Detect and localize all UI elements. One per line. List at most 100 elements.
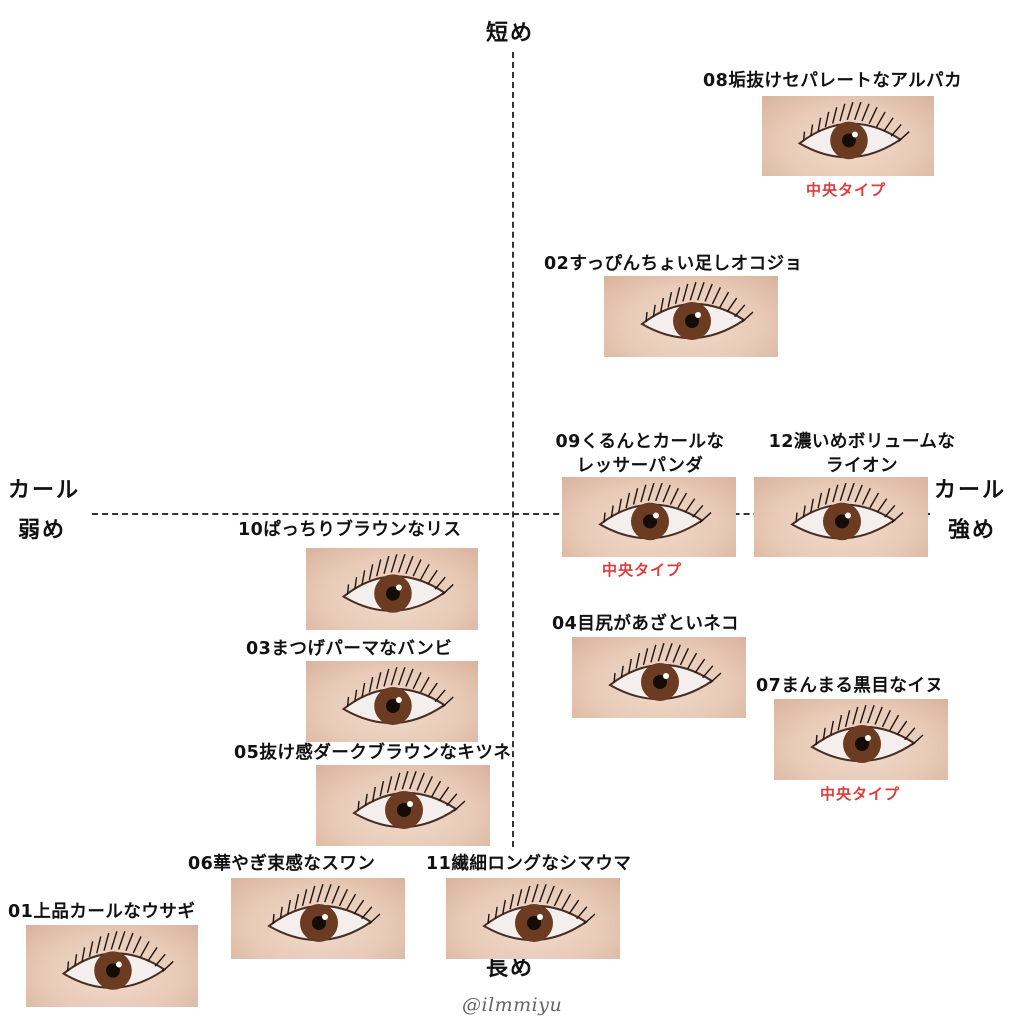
item-label-11: 11繊細ロングなシマウマ xyxy=(426,854,632,874)
lash xyxy=(412,559,422,577)
lash xyxy=(650,644,657,663)
pupil xyxy=(653,675,667,689)
lash xyxy=(652,304,656,317)
lash xyxy=(868,106,878,124)
eye-illustration xyxy=(341,666,454,725)
lash xyxy=(817,117,822,132)
pupil xyxy=(386,586,400,601)
eye-photo-10 xyxy=(306,548,478,630)
lash xyxy=(272,913,275,925)
highlight xyxy=(663,673,669,679)
lash xyxy=(539,883,547,903)
lash xyxy=(379,780,385,797)
item-label-03: 03まつげパーマなバンビ xyxy=(246,639,453,659)
lash xyxy=(741,311,754,323)
eye-photo-07 xyxy=(774,699,948,780)
lash xyxy=(390,667,398,686)
lash xyxy=(687,652,698,669)
lash xyxy=(839,482,847,502)
lash xyxy=(897,131,910,142)
lash xyxy=(338,889,349,907)
lash xyxy=(301,889,308,907)
item-label-09-line1: 09くるんとカールな xyxy=(555,432,725,452)
lash xyxy=(383,555,390,574)
lash xyxy=(876,498,888,513)
lash xyxy=(837,714,843,731)
lash xyxy=(331,885,340,904)
lash xyxy=(677,492,688,509)
lash xyxy=(618,498,622,513)
lash xyxy=(397,666,406,686)
lash xyxy=(509,893,515,910)
lash xyxy=(603,512,606,523)
lash xyxy=(516,889,523,907)
lash xyxy=(494,906,498,919)
lash xyxy=(635,652,641,669)
lash xyxy=(568,899,580,915)
lash xyxy=(632,488,639,505)
highlight xyxy=(395,584,402,591)
lash xyxy=(904,727,916,741)
lash xyxy=(383,668,390,687)
lash xyxy=(667,291,673,308)
lash xyxy=(427,682,438,698)
eye-illustration xyxy=(61,931,174,990)
lash xyxy=(103,932,110,951)
eye-illustration xyxy=(608,642,722,701)
lash xyxy=(390,554,398,573)
lash xyxy=(416,772,425,791)
pupil xyxy=(386,699,400,713)
lash xyxy=(844,710,851,728)
lash xyxy=(875,111,886,128)
lash xyxy=(441,583,454,596)
lash xyxy=(896,720,908,736)
axis-bottom-label: 長め xyxy=(486,956,535,981)
lash xyxy=(884,505,896,518)
lash xyxy=(692,505,704,518)
axis-left-label-2: 弱め xyxy=(18,518,67,543)
lash xyxy=(583,913,596,925)
lash xyxy=(401,771,409,790)
lash xyxy=(372,786,376,801)
item-label-10: 10ぱっちりブラウンなリス xyxy=(238,520,462,540)
credit-watermark: @ilmmiyu xyxy=(462,994,563,1016)
lash xyxy=(867,704,875,724)
lash xyxy=(309,885,316,904)
lash xyxy=(726,297,738,313)
lash xyxy=(139,940,150,958)
item-label-08: 08垢抜けセパレートなアルパカ xyxy=(703,71,963,91)
lash xyxy=(847,482,855,502)
lash xyxy=(815,734,818,746)
lash xyxy=(561,893,572,910)
eye-illustration xyxy=(352,770,466,829)
lash xyxy=(531,884,539,903)
lash xyxy=(346,584,350,595)
lash xyxy=(125,932,134,952)
axis-left-label-1: カール xyxy=(8,478,81,503)
pupil xyxy=(312,916,326,930)
eye-photo-02 xyxy=(604,276,778,357)
lash xyxy=(453,800,466,812)
lash xyxy=(154,953,166,967)
pupil xyxy=(842,133,856,148)
lash xyxy=(665,642,673,662)
item-label-12-line2: ライオン xyxy=(826,456,898,476)
eye-photo-11 xyxy=(446,878,620,959)
lash xyxy=(412,672,422,690)
lash xyxy=(854,484,863,503)
highlight xyxy=(845,512,851,519)
lash xyxy=(361,906,373,920)
lash xyxy=(96,936,102,954)
pupil xyxy=(527,916,541,930)
lash xyxy=(861,487,872,505)
eye-photo-05 xyxy=(316,765,490,846)
lash xyxy=(859,705,867,724)
axis-right-label-2: 強め xyxy=(948,518,997,543)
lash xyxy=(405,668,414,687)
lash xyxy=(883,117,894,132)
eye-photo-12 xyxy=(754,477,928,557)
lash xyxy=(364,793,368,806)
lash xyxy=(423,776,434,794)
lash xyxy=(889,714,900,731)
lash xyxy=(386,776,393,794)
